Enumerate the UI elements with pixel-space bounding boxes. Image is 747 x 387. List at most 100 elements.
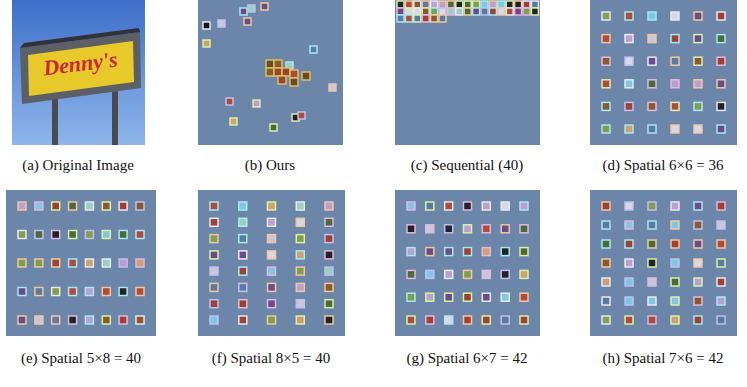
patch-square xyxy=(717,57,725,65)
patch-square xyxy=(694,221,702,229)
patch-square xyxy=(296,202,304,210)
patch-square xyxy=(602,221,610,229)
panel xyxy=(395,0,540,145)
patch-square xyxy=(210,300,218,308)
patch-square xyxy=(52,288,60,296)
patch-square xyxy=(268,316,276,324)
patch-square xyxy=(69,202,77,210)
patch-square xyxy=(296,316,304,324)
patch-square xyxy=(210,267,218,275)
patch-square xyxy=(625,221,633,229)
panel-caption: (e) Spatial 5×8 = 40 xyxy=(21,349,141,367)
patch-square xyxy=(268,300,276,308)
patch-square xyxy=(136,259,144,267)
patch-square xyxy=(717,35,725,43)
patch-square xyxy=(407,202,415,210)
patch-square xyxy=(85,231,93,239)
patch-square xyxy=(648,240,656,248)
patch-square xyxy=(325,300,333,308)
patch-square xyxy=(210,218,218,226)
patch-square xyxy=(253,100,260,107)
patch-square xyxy=(520,225,528,233)
patch-square xyxy=(523,8,530,15)
patch-square xyxy=(482,270,490,278)
patch-square xyxy=(274,60,282,68)
patch-square xyxy=(85,288,93,296)
patch-square xyxy=(717,125,725,133)
patch-square xyxy=(498,1,505,8)
patch-square xyxy=(296,267,304,275)
patch-square xyxy=(407,225,415,233)
patch-square xyxy=(85,202,93,210)
patch-square xyxy=(482,248,490,256)
patch-square xyxy=(464,248,472,256)
patch-square xyxy=(694,259,702,267)
patch-square xyxy=(648,80,656,88)
patch-square xyxy=(625,35,633,43)
patch-square xyxy=(501,270,509,278)
patch-square xyxy=(489,1,496,8)
patch-square xyxy=(397,15,404,22)
patch-square xyxy=(447,8,454,15)
patch-square xyxy=(310,46,317,53)
patch-square xyxy=(422,1,429,8)
patch-square xyxy=(648,35,656,43)
patch-square xyxy=(268,267,276,275)
panel-caption: (c) Sequential (40) xyxy=(411,156,523,174)
patch-square xyxy=(102,259,110,267)
patch-square xyxy=(498,8,505,15)
patch-square xyxy=(397,1,404,8)
patch-square xyxy=(648,297,656,305)
patch-square xyxy=(694,35,702,43)
patch-square xyxy=(239,267,247,275)
patch-square xyxy=(602,316,610,324)
patch-square xyxy=(35,202,43,210)
patch-square xyxy=(501,202,509,210)
patch-square xyxy=(602,102,610,110)
patch-square xyxy=(268,283,276,291)
patch-square xyxy=(102,316,110,324)
patch-square xyxy=(296,300,304,308)
patch-square xyxy=(464,225,472,233)
patch-square xyxy=(625,316,633,324)
patch-square xyxy=(625,259,633,267)
patch-square xyxy=(296,251,304,259)
patch-square xyxy=(717,297,725,305)
patch-square xyxy=(671,125,679,133)
patch-square xyxy=(523,1,530,8)
patch-square xyxy=(230,118,237,125)
patch-square xyxy=(325,218,333,226)
patch-square xyxy=(445,202,453,210)
patch-square xyxy=(464,8,471,15)
patch-square xyxy=(298,112,305,119)
patch-square xyxy=(439,8,446,15)
patch-square xyxy=(648,102,656,110)
patch-square xyxy=(520,202,528,210)
patch-square xyxy=(239,235,247,243)
patch-square xyxy=(52,231,60,239)
patch-square xyxy=(239,300,247,308)
patch-square xyxy=(325,202,333,210)
patch-square xyxy=(439,1,446,8)
patch-square xyxy=(240,8,247,15)
panel-caption: (b) Ours xyxy=(245,156,295,174)
patch-square xyxy=(136,288,144,296)
patch-square xyxy=(405,1,412,8)
patch-square xyxy=(671,57,679,65)
patch-square xyxy=(268,235,276,243)
patch-square xyxy=(671,35,679,43)
patch-square xyxy=(426,293,434,301)
patch-square xyxy=(325,267,333,275)
panel-caption: (h) Spatial 7×6 = 42 xyxy=(602,349,723,367)
patch-square xyxy=(69,288,77,296)
patch-square xyxy=(473,8,480,15)
patch-square xyxy=(648,316,656,324)
patch-square xyxy=(602,240,610,248)
patch-square xyxy=(119,316,127,324)
patch-square xyxy=(625,278,633,286)
patch-square xyxy=(602,80,610,88)
panel-caption: (d) Spatial 6×6 = 36 xyxy=(602,156,723,174)
patch-square xyxy=(648,12,656,20)
patch-square xyxy=(671,297,679,305)
